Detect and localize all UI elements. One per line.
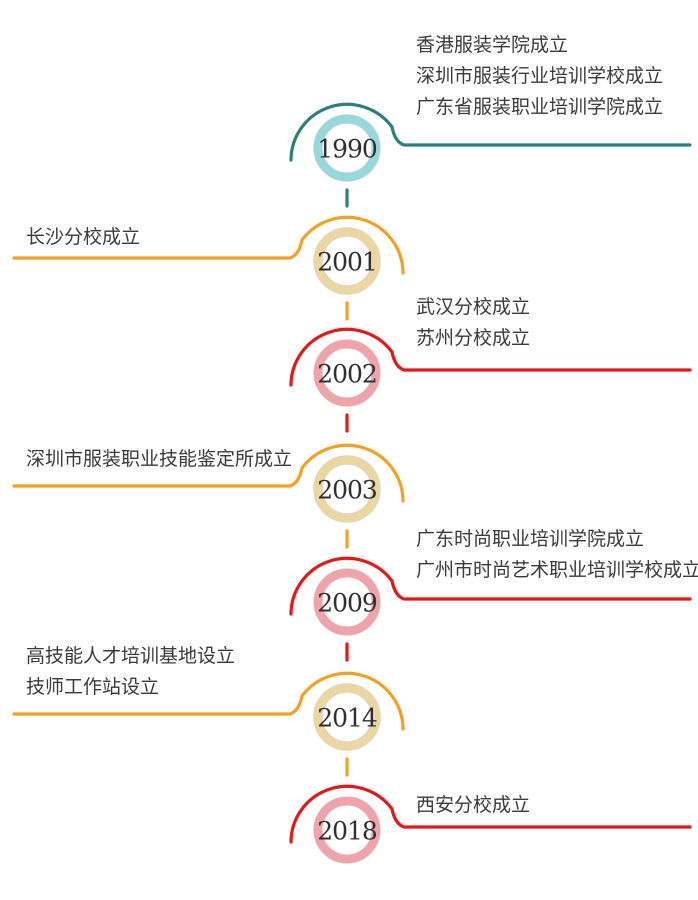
event-label-1990: 香港服装学院成立深圳市服装行业培训学校成立广东省服装职业培训学院成立 [416, 30, 663, 123]
event-label-line: 广州市时尚艺术职业培训学校成立 [416, 560, 698, 581]
timeline-node-1990: 1990 [289, 102, 692, 208]
arc-connector [289, 556, 692, 616]
year-circle-inner-edge [322, 805, 372, 855]
event-label-2014: 高技能人才培训基地设立技师工作站设立 [26, 641, 235, 703]
year-circle-inner-edge [322, 577, 372, 627]
timeline-node-2014: 2014 [12, 671, 405, 777]
year-circle-inner-edge [322, 123, 372, 173]
event-label-line: 西安分校成立 [416, 795, 531, 816]
year-circle-inner-edge [322, 236, 372, 286]
timeline-node-2001: 2001 [12, 215, 405, 321]
event-label-2002: 武汉分校成立苏州分校成立 [416, 292, 530, 354]
year-label: 2009 [317, 589, 377, 618]
year-circle-outer-edge [313, 796, 381, 864]
arc-connector [289, 784, 692, 844]
event-label-line: 深圳市服装行业培训学校成立 [416, 66, 664, 87]
year-label: 2001 [317, 248, 377, 277]
year-circle [313, 455, 381, 523]
arc-connector [289, 102, 692, 162]
year-circle [313, 114, 381, 182]
event-label-line: 深圳市服装职业技能鉴定所成立 [26, 449, 293, 470]
year-label: 2018 [317, 817, 377, 846]
event-label-2009: 广东时尚职业培训学院成立广州市时尚艺术职业培训学校成立 [416, 524, 698, 586]
event-label-line: 技师工作站设立 [26, 677, 160, 698]
arc-connector [12, 671, 405, 731]
event-label-line: 武汉分校成立 [416, 297, 531, 318]
year-circle-outer-edge [313, 114, 381, 182]
event-label-2001: 长沙分校成立 [26, 222, 140, 253]
year-circle-outer-edge [313, 683, 381, 751]
event-label-line: 苏州分校成立 [416, 328, 531, 349]
event-label-line: 高技能人才培训基地设立 [26, 646, 236, 667]
arc-connector [289, 327, 692, 387]
year-label: 2014 [317, 704, 377, 733]
timeline-node-2002: 2002 [289, 327, 692, 433]
year-circle [313, 683, 381, 751]
year-circle-inner-edge [322, 464, 372, 514]
year-circle-inner-edge [322, 348, 372, 398]
year-circle-outer-edge [313, 455, 381, 523]
timeline-node-2009: 2009 [289, 556, 692, 662]
year-circle [313, 227, 381, 295]
arc-connector [12, 215, 405, 275]
event-label-2003: 深圳市服装职业技能鉴定所成立 [26, 444, 292, 475]
year-label: 2002 [317, 360, 377, 389]
year-circle-outer-edge [313, 568, 381, 636]
event-label-line: 广东省服装职业培训学院成立 [416, 97, 664, 118]
timeline-node-2018: 2018 [289, 784, 692, 864]
year-label: 2003 [317, 476, 377, 505]
year-circle-outer-edge [313, 339, 381, 407]
event-label-2018: 西安分校成立 [416, 790, 530, 821]
arc-connector [12, 443, 405, 503]
year-circle-outer-edge [313, 227, 381, 295]
event-label-line: 香港服装学院成立 [416, 35, 569, 56]
year-circle [313, 339, 381, 407]
year-circle [313, 568, 381, 636]
year-circle [313, 796, 381, 864]
event-label-line: 长沙分校成立 [26, 227, 141, 248]
event-label-line: 广东时尚职业培训学院成立 [416, 529, 645, 550]
timeline-node-2003: 2003 [12, 443, 405, 549]
year-circle-inner-edge [322, 692, 372, 742]
year-label: 1990 [317, 135, 377, 164]
